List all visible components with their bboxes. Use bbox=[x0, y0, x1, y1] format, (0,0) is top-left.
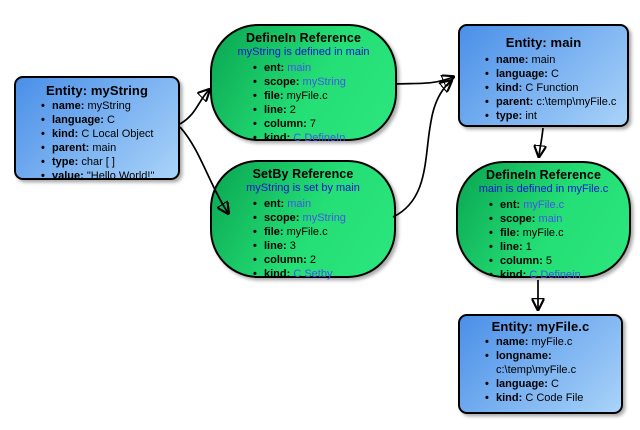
node-field: kind: C Local Object bbox=[41, 127, 178, 141]
edge-main-to-definein bbox=[539, 127, 543, 156]
node-fields: name: mainlanguage: Ckind: C Functionpar… bbox=[460, 53, 627, 123]
edge-mystring-to-definein bbox=[179, 90, 209, 125]
node-field: type: char [ ] bbox=[41, 155, 178, 169]
node-entity-myfile[interactable]: Entity: myFile.c name: myFile.clongname:… bbox=[458, 314, 623, 414]
node-subtitle: main is defined in myFile.c bbox=[478, 183, 609, 195]
node-subtitle: myString is set by main bbox=[246, 182, 360, 194]
node-field: longname: c:\temp\myFile.c bbox=[485, 349, 621, 377]
node-title: DefineIn Reference bbox=[485, 168, 602, 182]
node-ref-definein-mystring[interactable]: DefineIn Reference myString is defined i… bbox=[210, 24, 397, 145]
node-field: kind: C Function bbox=[485, 81, 627, 95]
node-field: file: myFile.c bbox=[253, 89, 395, 103]
node-field: line: 1 bbox=[489, 240, 629, 254]
node-fields: name: myStringlanguage: Ckind: C Local O… bbox=[16, 99, 178, 183]
node-field-continuation: c:\temp\myFile.c bbox=[496, 364, 577, 376]
node-fields: ent: mainscope: myStringfile: myFile.cli… bbox=[212, 197, 394, 281]
node-field: name: myString bbox=[41, 99, 178, 113]
node-field: kind: C Setby bbox=[253, 267, 394, 281]
node-field: parent: main bbox=[41, 141, 178, 155]
node-field: column: 7 bbox=[253, 117, 395, 131]
node-ref-setby-mystring[interactable]: SetBy Reference myString is set by main … bbox=[210, 160, 396, 281]
edge-definein-to-main bbox=[394, 77, 453, 84]
node-subtitle: myString is defined in main bbox=[237, 46, 370, 58]
node-field: line: 3 bbox=[253, 239, 394, 253]
node-field: file: myFile.c bbox=[253, 225, 394, 239]
node-entity-mystring[interactable]: Entity: myString name: myStringlanguage:… bbox=[14, 76, 180, 183]
node-ref-definein-main[interactable]: DefineIn Reference main is defined in my… bbox=[456, 161, 631, 282]
node-title: Entity: myString bbox=[46, 83, 148, 98]
node-fields: ent: myFile.cscope: mainfile: myFile.cli… bbox=[458, 198, 629, 282]
node-title: Entity: myFile.c bbox=[491, 319, 590, 334]
node-field: kind: C Definein bbox=[489, 268, 629, 282]
node-field: language: C bbox=[41, 113, 178, 127]
node-field: value: "Hello World!" bbox=[41, 169, 178, 183]
node-field: name: myFile.c bbox=[485, 335, 621, 349]
edge-setby-to-main bbox=[392, 81, 451, 218]
node-title: SetBy Reference bbox=[252, 167, 354, 181]
node-field: ent: main bbox=[253, 197, 394, 211]
node-field: type: int bbox=[485, 109, 627, 123]
node-field: kind: C DefineIn bbox=[253, 131, 395, 145]
node-field: file: myFile.c bbox=[489, 226, 629, 240]
node-title: DefineIn Reference bbox=[245, 31, 362, 45]
node-field: column: 2 bbox=[253, 253, 394, 267]
node-field: parent: c:\temp\myFile.c bbox=[485, 95, 627, 109]
node-fields: ent: mainscope: myStringfile: myFile.cli… bbox=[212, 61, 395, 145]
node-field: column: 5 bbox=[489, 254, 629, 268]
node-entity-main[interactable]: Entity: main name: mainlanguage: Ckind: … bbox=[458, 24, 629, 127]
node-title: Entity: main bbox=[505, 35, 582, 50]
node-field: language: C bbox=[485, 377, 621, 391]
node-field: kind: C Code File bbox=[485, 391, 621, 405]
node-field: scope: main bbox=[489, 212, 629, 226]
node-field: scope: myString bbox=[253, 75, 395, 89]
node-field: ent: main bbox=[253, 61, 395, 75]
node-field: language: C bbox=[485, 67, 627, 81]
node-fields: name: myFile.clongname: c:\temp\myFile.c… bbox=[460, 335, 621, 405]
node-field: scope: myString bbox=[253, 211, 394, 225]
node-field: ent: myFile.c bbox=[489, 198, 629, 212]
node-field: name: main bbox=[485, 53, 627, 67]
node-field: line: 2 bbox=[253, 103, 395, 117]
